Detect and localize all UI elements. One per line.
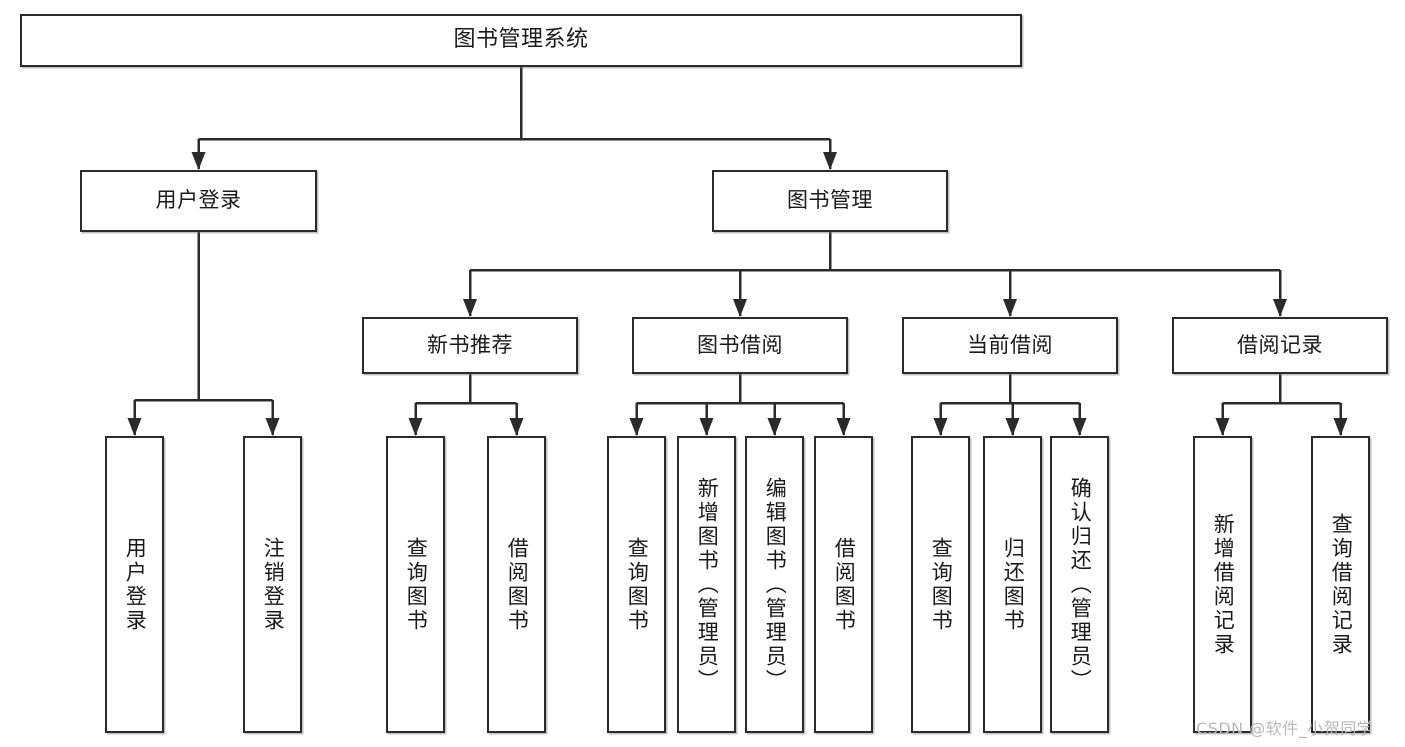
node-label: 借阅图书 — [832, 536, 857, 633]
node-label: 新增借阅记录 — [1211, 512, 1236, 657]
node-leaf-add-record[interactable]: 新增借阅记录 — [1193, 436, 1252, 733]
node-label: 归还图书 — [1001, 536, 1026, 633]
node-current-borrow[interactable]: 当前借阅 — [902, 317, 1118, 374]
node-leaf-add-book[interactable]: 新增图书（管理员） — [677, 436, 736, 733]
node-label: 当前借阅 — [967, 332, 1053, 357]
node-borrow-record[interactable]: 借阅记录 — [1172, 317, 1388, 374]
node-leaf-edit-book[interactable]: 编辑图书（管理员） — [745, 436, 804, 733]
node-label: 查询借阅记录 — [1329, 512, 1354, 657]
node-root[interactable]: 图书管理系统 — [20, 14, 1022, 67]
node-book-manage[interactable]: 图书管理 — [712, 170, 948, 232]
node-user-login[interactable]: 用户登录 — [80, 170, 317, 232]
node-label: 查询图书 — [625, 536, 650, 633]
node-leaf-borrow-book-1[interactable]: 借阅图书 — [487, 436, 546, 733]
node-leaf-return-book[interactable]: 归还图书 — [983, 436, 1042, 733]
node-label: 图书管理系统 — [453, 27, 589, 53]
node-label: 查询图书 — [404, 536, 429, 633]
node-label: 用户登录 — [123, 536, 148, 633]
node-label: 借阅记录 — [1237, 332, 1323, 357]
node-label: 图书借阅 — [697, 332, 783, 357]
node-label: 借阅图书 — [505, 536, 530, 633]
node-leaf-borrow-book-2[interactable]: 借阅图书 — [814, 436, 873, 733]
node-label: 新增图书（管理员） — [695, 476, 720, 693]
node-leaf-query-book-2[interactable]: 查询图书 — [607, 436, 666, 733]
node-label: 查询图书 — [929, 536, 954, 633]
node-leaf-query-book-3[interactable]: 查询图书 — [911, 436, 970, 733]
node-label: 图书管理 — [787, 188, 873, 213]
node-leaf-user-login[interactable]: 用户登录 — [105, 436, 164, 733]
node-label: 注销登录 — [261, 536, 286, 633]
csdn-watermark: CSDN @软件_小贺同学 — [1196, 719, 1374, 738]
node-label: 用户登录 — [155, 188, 242, 213]
node-leaf-query-record[interactable]: 查询借阅记录 — [1311, 436, 1370, 733]
node-leaf-query-book-1[interactable]: 查询图书 — [386, 436, 445, 733]
node-leaf-confirm-return[interactable]: 确认归还（管理员） — [1050, 436, 1109, 733]
node-leaf-user-logout[interactable]: 注销登录 — [243, 436, 302, 733]
node-label: 确认归还（管理员） — [1068, 476, 1093, 693]
node-new-book-recommend[interactable]: 新书推荐 — [362, 317, 578, 374]
node-label: 编辑图书（管理员） — [763, 476, 788, 693]
node-book-borrow[interactable]: 图书借阅 — [632, 317, 848, 374]
node-label: 新书推荐 — [427, 332, 513, 357]
